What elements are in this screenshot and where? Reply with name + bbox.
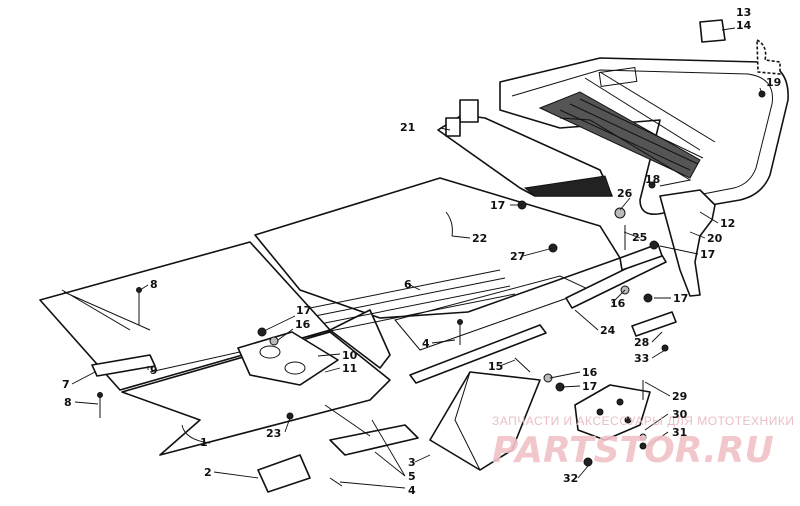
- callout-11: 11: [342, 362, 357, 375]
- leader-lines: [71, 27, 763, 489]
- watermark: ЗАПЧАСТИ И АКСЕССУАРЫ ДЛЯ МОТОТЕХНИКИ PA…: [492, 414, 794, 471]
- callout-6: 6: [404, 278, 412, 291]
- callout-22: 22: [472, 232, 487, 245]
- callout-4-b: 4: [408, 484, 416, 497]
- callout-32: 32: [563, 472, 578, 485]
- callout-16-b: 16: [295, 318, 311, 331]
- callout-8-a: 8: [150, 278, 158, 291]
- pads: [257, 424, 419, 493]
- callout-23: 23: [266, 427, 281, 440]
- callout-24: 24: [600, 324, 616, 337]
- callout-15: 15: [488, 360, 503, 373]
- axle-rod: [565, 243, 667, 309]
- callout-18: 18: [645, 173, 660, 186]
- callout-5: 5: [408, 470, 416, 483]
- callout-17-c: 17: [673, 292, 688, 305]
- rear-cover: [437, 99, 613, 197]
- flap-plates: [659, 19, 781, 297]
- hinge-bracket: [237, 331, 339, 386]
- callout-3: 3: [408, 456, 416, 469]
- callout-28: 28: [634, 336, 649, 349]
- callout-12: 12: [720, 217, 735, 230]
- callout-29: 29: [672, 390, 687, 403]
- tunnel: [254, 177, 621, 369]
- callout-1: 1: [200, 436, 208, 449]
- callout-16-c: 16: [582, 366, 598, 379]
- callout-4-a: 4: [422, 337, 430, 350]
- callout-19: 19: [766, 76, 781, 89]
- brace-plate: [631, 311, 677, 337]
- callout-16-a: 16: [610, 297, 626, 310]
- watermark-small-text: ЗАПЧАСТИ И АКСЕССУАРЫ ДЛЯ МОТОТЕХНИКИ: [492, 414, 794, 428]
- callout-labels: 13 14 19 21 18 26 17 22 12 25 20 17 27 6…: [62, 6, 781, 497]
- front-bracket: [429, 371, 541, 471]
- callout-25: 25: [632, 231, 647, 244]
- cross-bracket: [574, 384, 651, 441]
- fasteners: [97, 90, 766, 487]
- callout-30: 30: [672, 408, 688, 421]
- callout-9: 9: [150, 364, 158, 377]
- watermark-big-text: PARTSTOR.RU: [492, 430, 774, 471]
- callout-2: 2: [204, 466, 212, 479]
- callout-20: 20: [707, 232, 723, 245]
- callout-8-b: 8: [64, 396, 72, 409]
- callout-31: 31: [672, 426, 687, 439]
- callout-17-a: 17: [490, 199, 505, 212]
- callout-10: 10: [342, 349, 358, 362]
- tubes: [91, 324, 547, 384]
- callout-21: 21: [400, 121, 415, 134]
- callout-17-e: 17: [582, 380, 597, 393]
- callout-17-b: 17: [700, 248, 715, 261]
- callout-17-d: 17: [296, 304, 311, 317]
- callout-27: 27: [510, 250, 525, 263]
- callout-7: 7: [62, 378, 70, 391]
- callout-14: 14: [736, 19, 752, 32]
- callout-13: 13: [736, 6, 751, 19]
- callout-33: 33: [634, 352, 649, 365]
- callout-26: 26: [617, 187, 633, 200]
